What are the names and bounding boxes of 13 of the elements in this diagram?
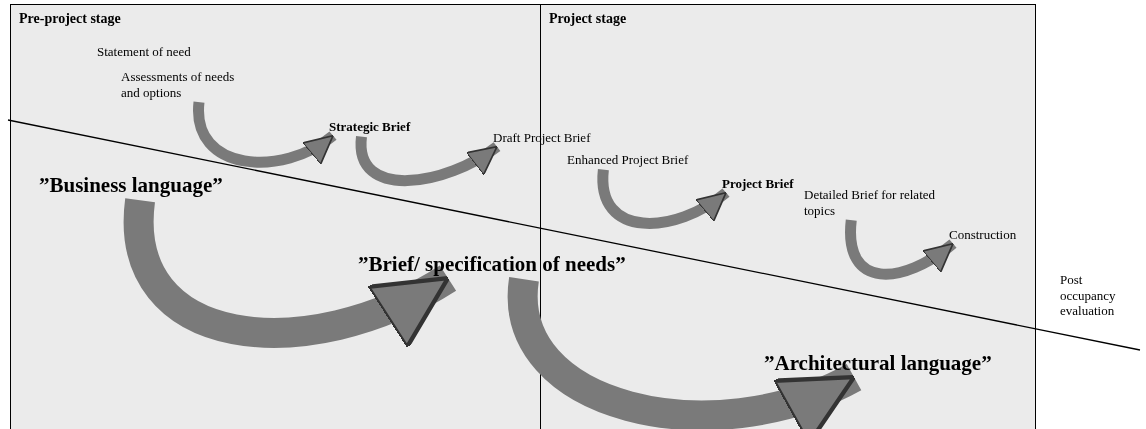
stage-step-label: Detailed Brief for related topics <box>804 187 939 219</box>
language-label: ”Brief/ specification of needs” <box>358 252 626 278</box>
stage-step-label: Project Brief <box>722 176 794 192</box>
stage-step-label: Construction <box>949 227 1017 243</box>
panel-heading: Project stage <box>549 11 627 27</box>
stage-step-label: Statement of need <box>97 44 192 60</box>
panel-heading: Pre-project stage <box>19 11 121 27</box>
stage-step-label: Assessments of needs and options <box>121 69 251 101</box>
stage-step-label: Enhanced Project Brief <box>567 152 689 168</box>
language-label: ”Architectural language” <box>764 351 992 377</box>
stage-step-label: Post occupancy evaluation <box>1060 272 1117 319</box>
language-label: ”Business language” <box>39 173 223 199</box>
stage-step-label: Strategic Brief <box>329 119 411 135</box>
